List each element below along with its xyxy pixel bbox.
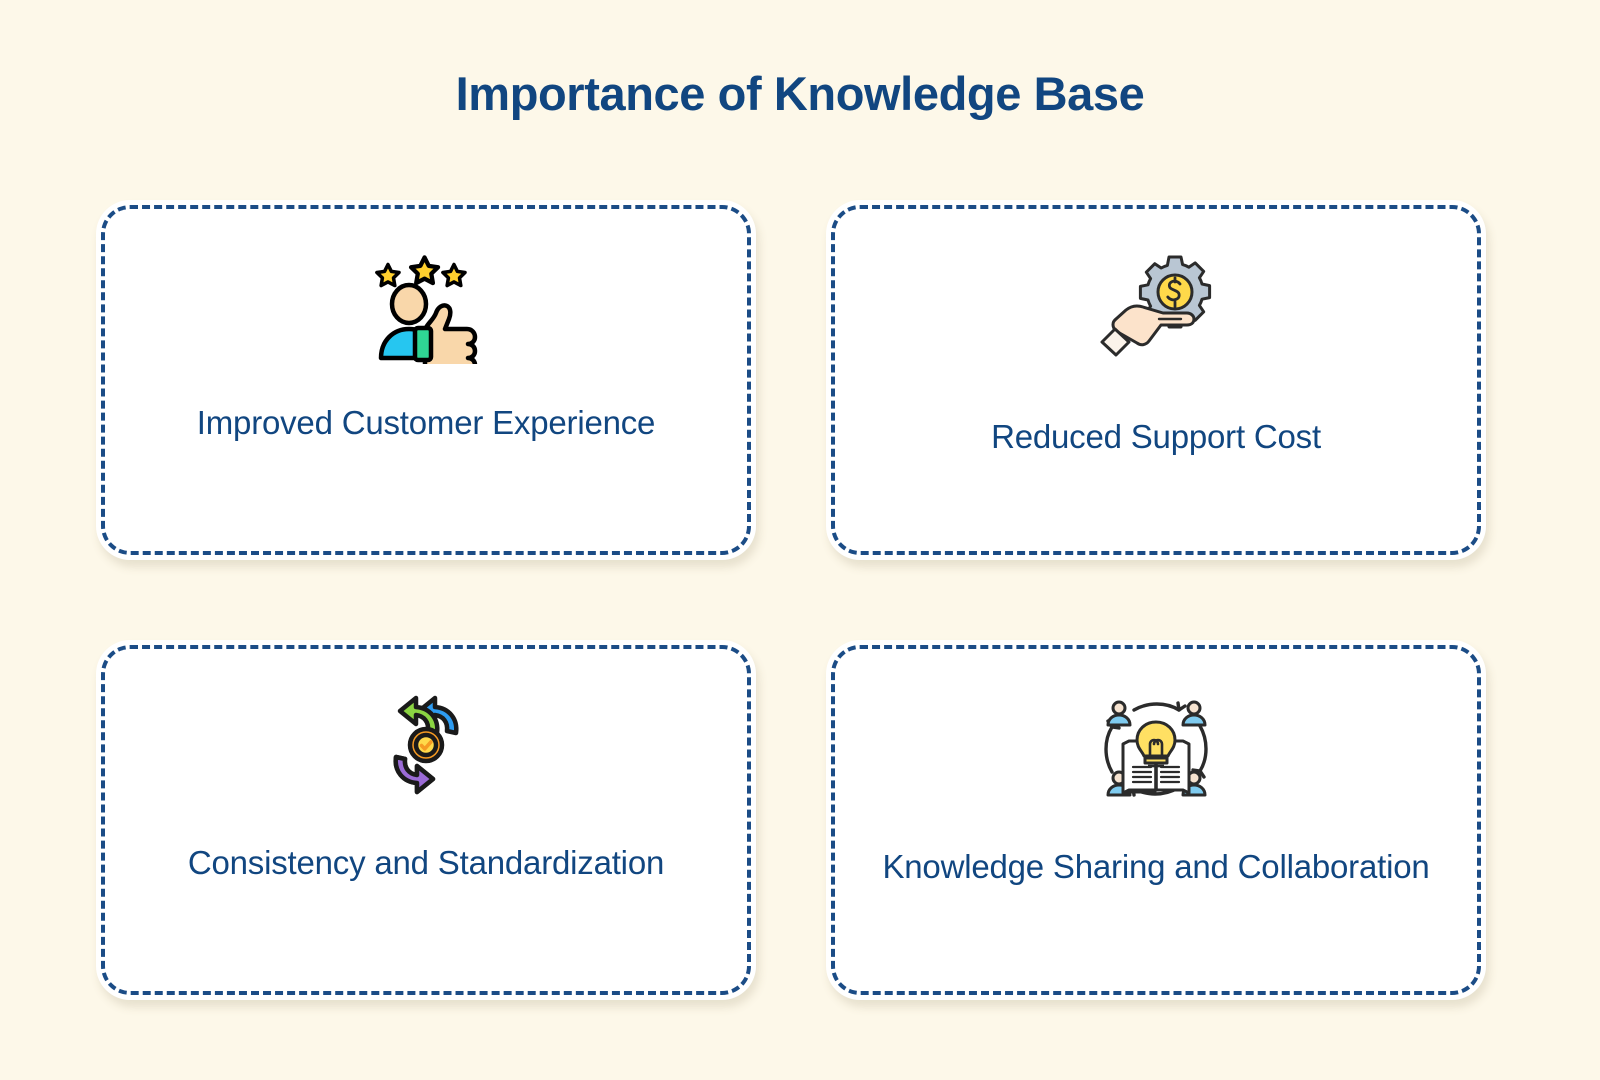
card-improved-customer-experience[interactable]: Improved Customer Experience [96, 200, 756, 560]
page-title: Importance of Knowledge Base [455, 67, 1145, 120]
card-label: Reduced Support Cost [991, 418, 1321, 455]
page-title-container: Importance of Knowledge Base [0, 68, 1600, 120]
card-reduced-support-cost[interactable]: Reduced Support Cost [826, 200, 1486, 560]
hand-holding-gear-dollar-icon [1091, 246, 1221, 364]
cycle-arrows-check-badge-icon [370, 686, 482, 804]
card-label: Improved Customer Experience [196, 404, 656, 441]
card-label: Knowledge Sharing and Collaboration [882, 848, 1430, 885]
cards-grid: Improved Customer Experience [96, 200, 1496, 1000]
card-knowledge-sharing-and-collaboration[interactable]: Knowledge Sharing and Collaboration [826, 640, 1486, 1000]
card-consistency-and-standardization[interactable]: Consistency and Standardization [96, 640, 756, 1000]
card-label: Consistency and Standardization [187, 844, 665, 881]
customer-rating-thumbs-up-icon [361, 246, 491, 364]
people-book-lightbulb-sharing-icon [1098, 690, 1214, 808]
